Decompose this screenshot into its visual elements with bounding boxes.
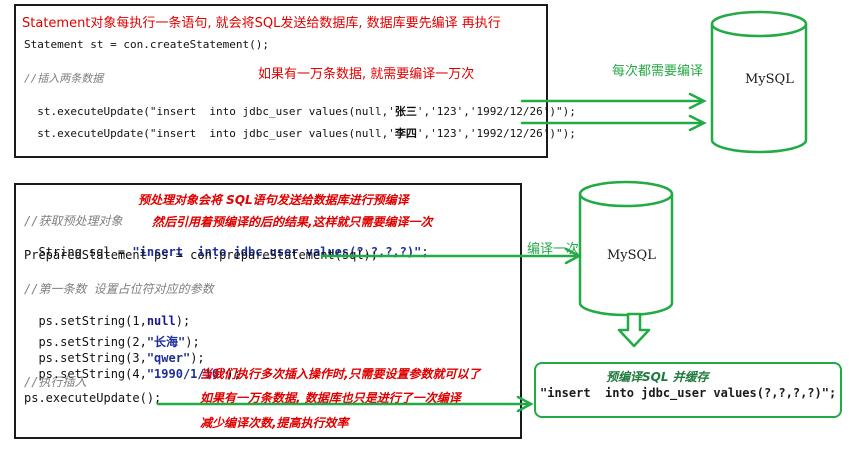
set-string-line-1: ps.setString(1,null); bbox=[24, 300, 190, 328]
compile-once-note: 编译一次 bbox=[527, 242, 580, 257]
insert-comment: //插入两条数据 bbox=[24, 72, 104, 85]
precompiled-cache-box bbox=[534, 362, 842, 418]
set-string-2-end: ); bbox=[185, 335, 200, 349]
execute-update-line-2-prefix: st.executeUpdate("insert into jdbc_user … bbox=[37, 127, 395, 140]
set-params-comment: //第一条数 设置占位符对应的参数 bbox=[24, 282, 214, 296]
top-arrow-1 bbox=[520, 92, 707, 110]
set-string-2-prefix: ps.setString(2, bbox=[38, 335, 147, 349]
prepared-note-2: 然后引用着预编译的后的结果,这样就只需要编译一次 bbox=[152, 215, 433, 229]
prepared-note-4: 如果有一万条数据, 数据库也只是进行了一次编译 bbox=[200, 391, 461, 405]
set-string-1-value: null bbox=[146, 314, 176, 328]
statement-code-box bbox=[14, 4, 548, 158]
prepared-note-3: 当我们执行多次插入操作时,只需要设置参数就可以了 bbox=[200, 367, 481, 381]
top-arrow-2 bbox=[520, 114, 707, 132]
set-string-line-4: ps.setString(4,"1990/1/10"); bbox=[24, 353, 241, 381]
execute-update-line-2-suffix: ','123','1992/12/26')"); bbox=[416, 127, 576, 140]
set-string-3-end: ); bbox=[190, 351, 205, 365]
set-string-1-end: ); bbox=[175, 314, 191, 328]
execute-to-cache-arrow bbox=[156, 395, 534, 413]
get-prepared-comment: //获取预处理对象 bbox=[24, 214, 123, 228]
execute-update-line-1-suffix: ','123','1992/12/26')"); bbox=[416, 105, 576, 118]
prepared-note-1: 预处理对象会将 SQL语句发送给数据库进行预编译 bbox=[138, 193, 409, 207]
sql-string-prefix: String sql = bbox=[38, 245, 133, 259]
top-mysql-label: MySQL bbox=[745, 72, 794, 87]
top-mysql-cylinder bbox=[710, 10, 808, 154]
execute-update-line-1: st.executeUpdate("insert into jdbc_user … bbox=[24, 90, 576, 119]
set-string-4-value: "1990/1/10" bbox=[146, 367, 227, 381]
bottom-mysql-cylinder bbox=[578, 180, 674, 317]
execute-update-line-2: st.executeUpdate("insert into jdbc_user … bbox=[24, 112, 576, 141]
precompiled-cache-sql: "insert into jdbc_user values(?,?,?,?)"; bbox=[540, 386, 837, 400]
set-string-line-3: ps.setString(3,"qwer"); bbox=[24, 337, 205, 365]
execute-update-call: ps.executeUpdate(); bbox=[24, 391, 162, 405]
set-string-4-end: ); bbox=[226, 367, 241, 381]
prepare-statement-line: PreparedStatement ps = con.prepareStatem… bbox=[24, 248, 379, 262]
set-string-line-2: ps.setString(2,"长海"); bbox=[24, 319, 200, 350]
sql-string-end: ; bbox=[421, 245, 429, 259]
compile-every-time-note: 每次都需要编译 bbox=[612, 64, 704, 79]
set-string-3-prefix: ps.setString(3, bbox=[38, 351, 147, 365]
set-string-1-prefix: ps.setString(1, bbox=[38, 314, 147, 328]
prepared-statement-code-box bbox=[14, 183, 522, 439]
cache-down-arrow bbox=[617, 312, 651, 348]
ten-thousand-note: 如果有一万条数据, 就需要编译一万次 bbox=[258, 67, 475, 82]
set-string-4-prefix: ps.setString(4, bbox=[38, 367, 147, 381]
statement-title: Statement对象每执行一条语句, 就会将SQL发送给数据库, 数据库要先编… bbox=[22, 16, 501, 31]
precompiled-cache-title: 预编译SQL 并缓存 bbox=[606, 370, 709, 384]
execute-update-line-2-name: 李四 bbox=[394, 127, 417, 140]
set-string-2-value: "长海" bbox=[146, 335, 186, 349]
prepared-note-5: 减少编译次数,提高执行效率 bbox=[200, 416, 349, 430]
set-string-3-value: "qwer" bbox=[146, 351, 191, 365]
compile-once-arrow bbox=[320, 247, 582, 265]
create-statement-line: Statement st = con.createStatement(); bbox=[24, 38, 270, 51]
execute-update-line-1-name: 张三 bbox=[394, 105, 417, 118]
execute-insert-comment: //执行插入 bbox=[24, 375, 87, 389]
bottom-mysql-label: MySQL bbox=[607, 248, 656, 263]
execute-update-line-1-prefix: st.executeUpdate("insert into jdbc_user … bbox=[37, 105, 395, 118]
